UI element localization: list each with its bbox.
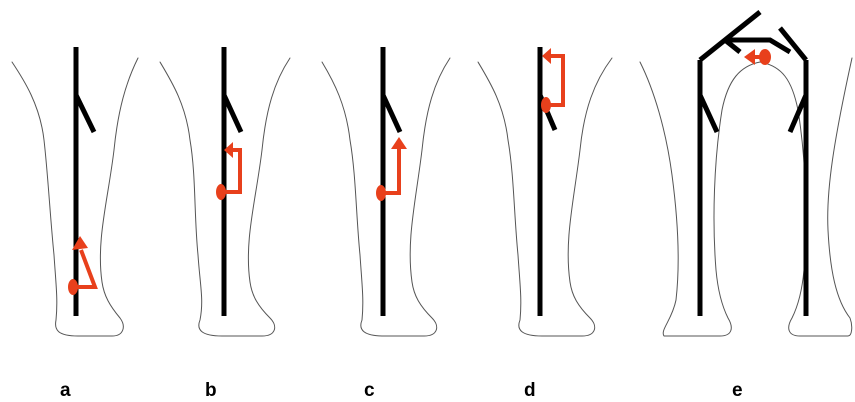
panel-label-b: b — [205, 380, 217, 401]
vein-crossover — [725, 40, 790, 52]
shunt-path — [546, 56, 563, 105]
shunt-arrowhead — [542, 48, 551, 64]
vein-pelvic-arch-right — [780, 28, 806, 60]
panel-label-e: e — [732, 380, 743, 401]
shunt-arrowhead — [744, 49, 755, 65]
panel-b — [160, 47, 290, 336]
shunt-arrowhead — [391, 137, 407, 149]
vein-left-branch — [700, 95, 717, 132]
vein-branch — [76, 95, 94, 132]
panel-label-d: d — [524, 380, 536, 401]
vein-branch — [383, 95, 400, 132]
leg-outline-left — [640, 62, 806, 336]
panel-a — [12, 47, 138, 336]
panel-label-c: c — [364, 380, 375, 401]
panel-d — [478, 47, 612, 336]
leg-outline-right — [789, 58, 852, 336]
panel-e — [640, 12, 852, 336]
panel-label-a: a — [60, 380, 71, 401]
panel-c — [322, 47, 450, 336]
vein-branch — [224, 95, 241, 132]
